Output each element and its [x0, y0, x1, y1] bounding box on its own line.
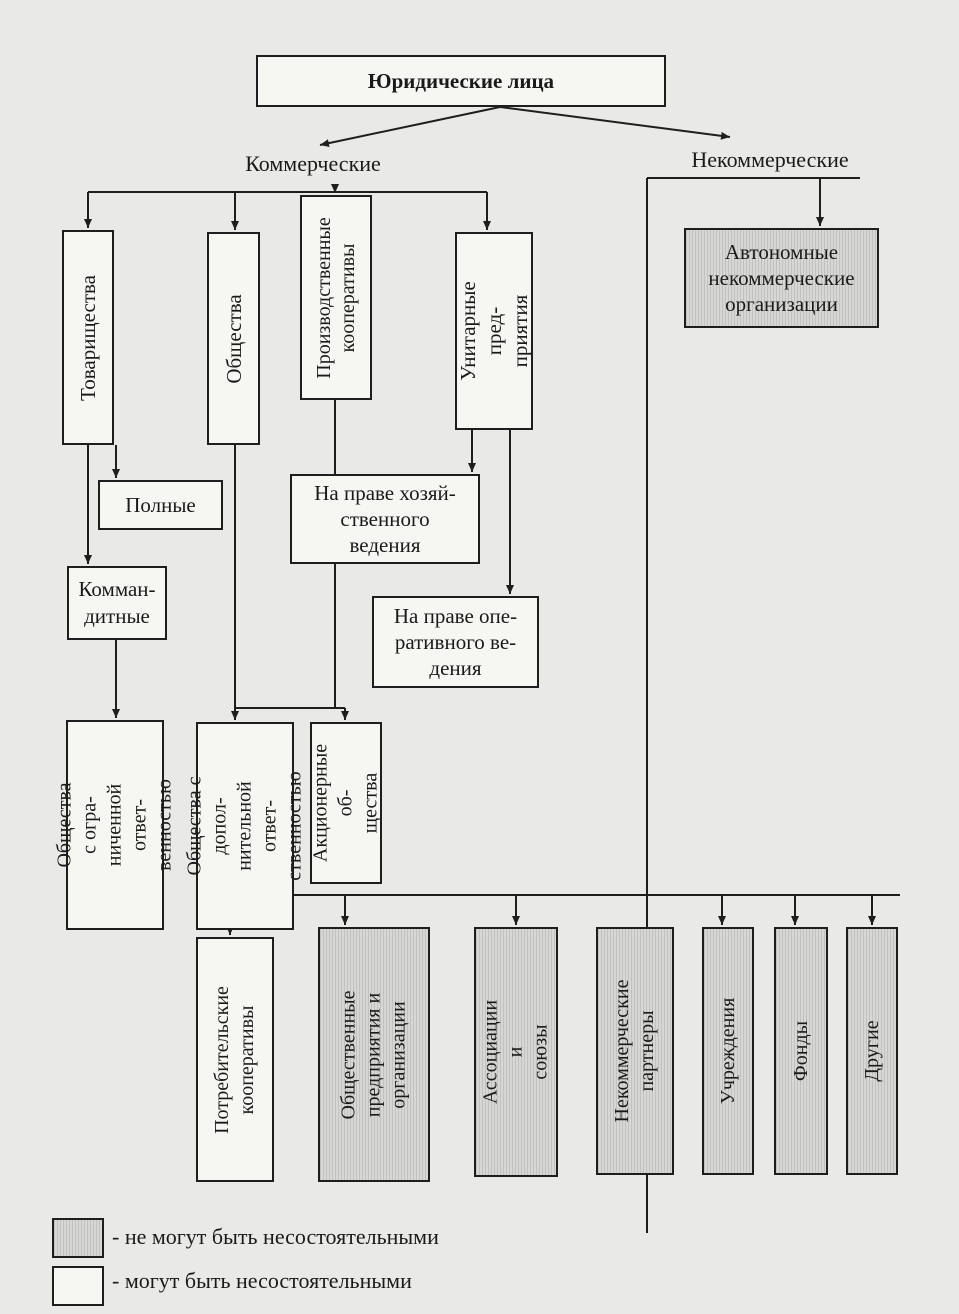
jsc-box: Акционерные об- щества — [310, 722, 382, 884]
limited-partnerships-box: Комман- дитные — [67, 566, 167, 640]
economic-management-box: На праве хозяй- ственного ведения — [290, 474, 480, 564]
alc-box: Общества с допол- нительной ответ- ствен… — [184, 722, 306, 930]
institutions-box: Учреждения — [702, 927, 754, 1175]
legend-hatched-swatch — [52, 1218, 104, 1258]
legal-entities-box: Юридические лица — [256, 55, 666, 107]
legal-entities-label: Юридические лица — [367, 69, 555, 93]
legend-cannot-text: - не могут быть несостоятельными — [112, 1224, 439, 1249]
consumer-coops-box: Потребительские кооперативы — [196, 937, 274, 1182]
associations-box: Ассоциации и союзы — [474, 927, 558, 1177]
others-box: Другие — [846, 927, 898, 1175]
funds-box: Фонды — [774, 927, 828, 1175]
unitary-enterprises-box: Унитарные пред- приятия — [455, 232, 533, 430]
legend-can-text: - могут быть несостоятельными — [112, 1268, 412, 1293]
societies-box: Общества — [207, 232, 260, 445]
noncommercial-label: Некоммерческие — [691, 147, 849, 172]
llc-box: Общества с огра- ниченной ответ- венност… — [54, 720, 176, 930]
public-organizations-box: Общественные предприятия и организации — [318, 927, 430, 1182]
operative-management-box: На праве опе- ративного ве- дения — [372, 596, 539, 688]
legend-plain-swatch — [52, 1266, 104, 1306]
commercial-label: Коммерческие — [245, 151, 381, 176]
autonomous-noncommercial-box: Автономные некоммерческие организации — [684, 228, 879, 328]
partnerships-box: Товарищества — [62, 230, 114, 445]
full-partnerships-box: Полные — [98, 480, 223, 530]
noncommercial-partners-box: Некоммерческие партнеры — [596, 927, 674, 1175]
production-coops-box: Производственные кооперативы — [300, 195, 372, 400]
